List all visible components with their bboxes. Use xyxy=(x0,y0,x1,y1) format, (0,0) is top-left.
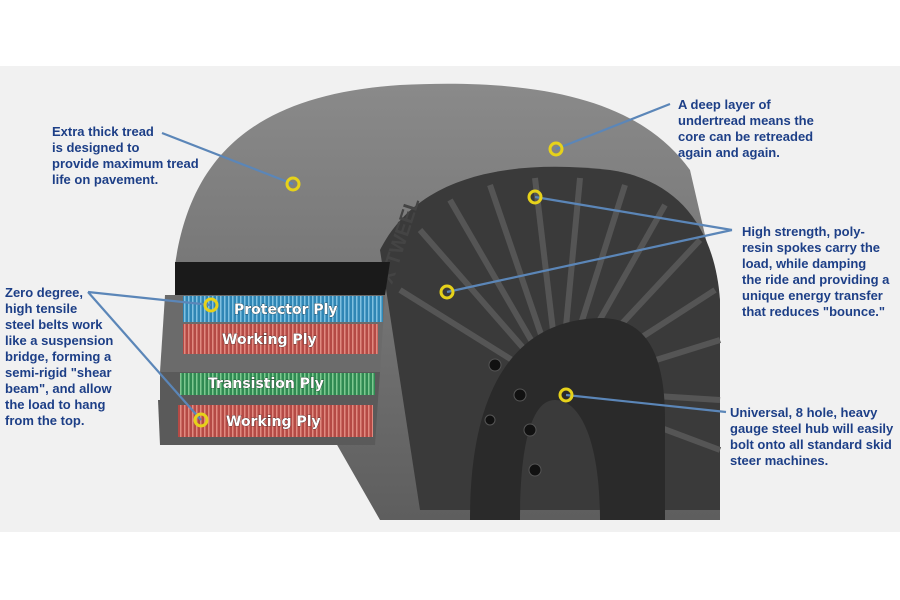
ply-label-working-1: Working Ply xyxy=(222,332,317,348)
callout-hub: Universal, 8 hole, heavy gauge steel hub… xyxy=(730,405,894,468)
ply-label-protector: Protector Ply xyxy=(234,302,338,318)
callout-belts: Zero degree, high tensile steel belts wo… xyxy=(5,285,114,428)
leader-lines xyxy=(87,102,733,421)
callout-spokes: High strength, poly- resin spokes carry … xyxy=(742,224,890,319)
hub-bolt-holes xyxy=(484,358,542,477)
steel-hub xyxy=(470,318,665,520)
ply-label-working-2: Working Ply xyxy=(226,414,321,430)
ply-stack: Protector Ply Working Ply Transistion Pl… xyxy=(158,295,385,445)
ply-label-transition: Transistion Ply xyxy=(208,376,324,392)
callout-undertread: A deep layer of undertread means the cor… xyxy=(678,97,814,160)
section-cap xyxy=(175,262,390,295)
callout-tread: Extra thick tread is designed to provide… xyxy=(52,124,199,187)
callout-markers xyxy=(193,141,574,428)
